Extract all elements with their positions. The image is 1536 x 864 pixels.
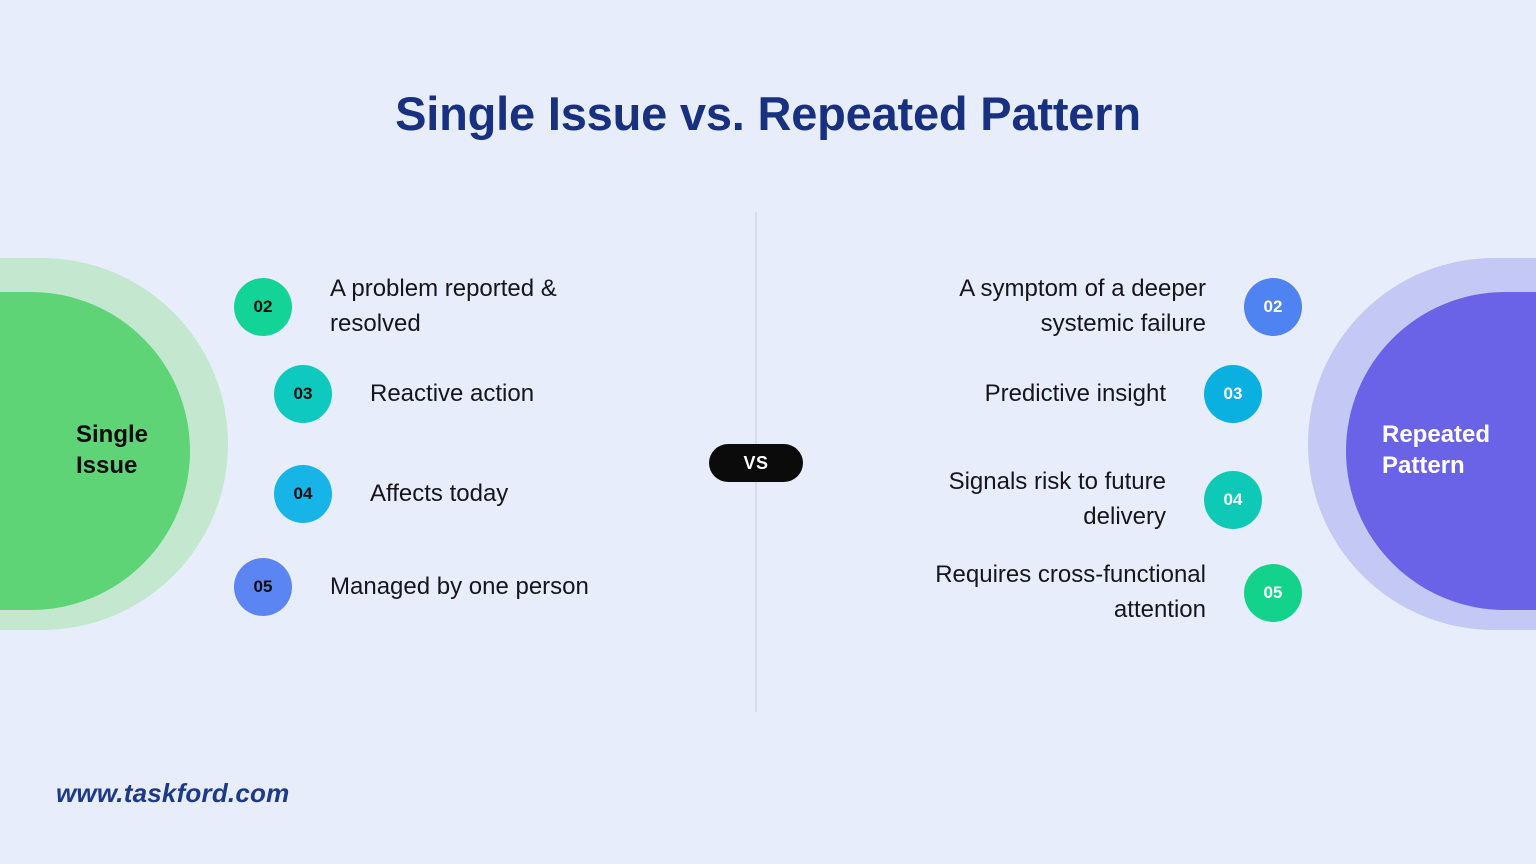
right-item-text-05: Requires cross-functional attention [935, 561, 1206, 623]
vs-badge: VS [709, 444, 803, 482]
left-item-text-04: Affects today [370, 479, 509, 507]
vs-label: VS [743, 452, 769, 473]
right-item-text-03: Predictive insight [984, 379, 1166, 407]
left-item-badge-04: 04 [274, 465, 332, 523]
right-hub-label-line2: Pattern [1382, 452, 1465, 479]
footer-website-url[interactable]: www.taskford.com [56, 778, 290, 808]
right-item-badge-05: 05 [1244, 563, 1302, 622]
right-item-text-02: A symptom of a deeper systemic failure [959, 275, 1206, 337]
left-item-badge-03: 03 [274, 365, 332, 423]
right-item-badge-02: 02 [1244, 277, 1302, 336]
left-item-badge-05: 05 [234, 558, 292, 616]
left-item-row-04: 04 Affects today [274, 465, 654, 523]
left-item-row-05: 05 Managed by one person [234, 558, 654, 616]
right-hub-label-line1: Repeated [1382, 421, 1491, 449]
left-hub-label-line1: Single [76, 421, 149, 449]
right-item-row-03: Predictive insight 03 [886, 365, 1262, 423]
left-hub-label: Single Issue [76, 420, 184, 481]
right-hub-label: Repeated Pattern [1382, 420, 1522, 481]
page-title: Single Issue vs. Repeated Pattern [395, 87, 1141, 140]
left-item-badge-02: 02 [234, 277, 292, 336]
right-item-row-05: Requires cross-functional attention 05 [866, 558, 1302, 627]
right-item-text-04: Signals risk to future delivery [948, 468, 1166, 530]
right-item-row-04: Signals risk to future delivery 04 [886, 465, 1262, 534]
left-item-text-05: Managed by one person [330, 572, 589, 600]
left-item-row-03: 03 Reactive action [274, 365, 654, 423]
right-item-badge-04: 04 [1204, 470, 1262, 529]
left-item-row-02: 02 A problem reported & resolved [234, 272, 654, 341]
right-item-badge-03: 03 [1204, 365, 1262, 423]
right-item-row-02: A symptom of a deeper systemic failure 0… [866, 272, 1302, 341]
left-item-text-03: Reactive action [370, 379, 535, 407]
left-hub-label-line2: Issue [76, 452, 138, 479]
left-item-text-02: A problem reported & resolved [330, 275, 557, 337]
